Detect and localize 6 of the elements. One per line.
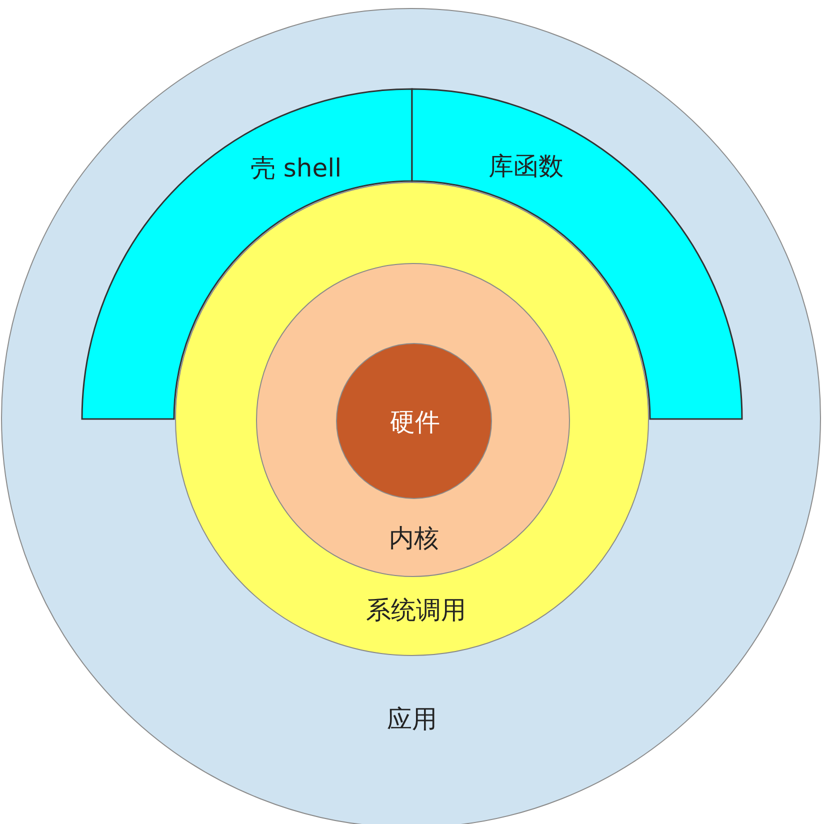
ring-label: 系统调用 [366, 594, 466, 626]
ring-label: 硬件 [390, 406, 440, 438]
ring-label: 应用 [387, 704, 437, 736]
ring-label: 壳 shell [250, 152, 342, 184]
ring-label: 库函数 [488, 150, 564, 182]
ring-label: 内核 [389, 522, 439, 554]
